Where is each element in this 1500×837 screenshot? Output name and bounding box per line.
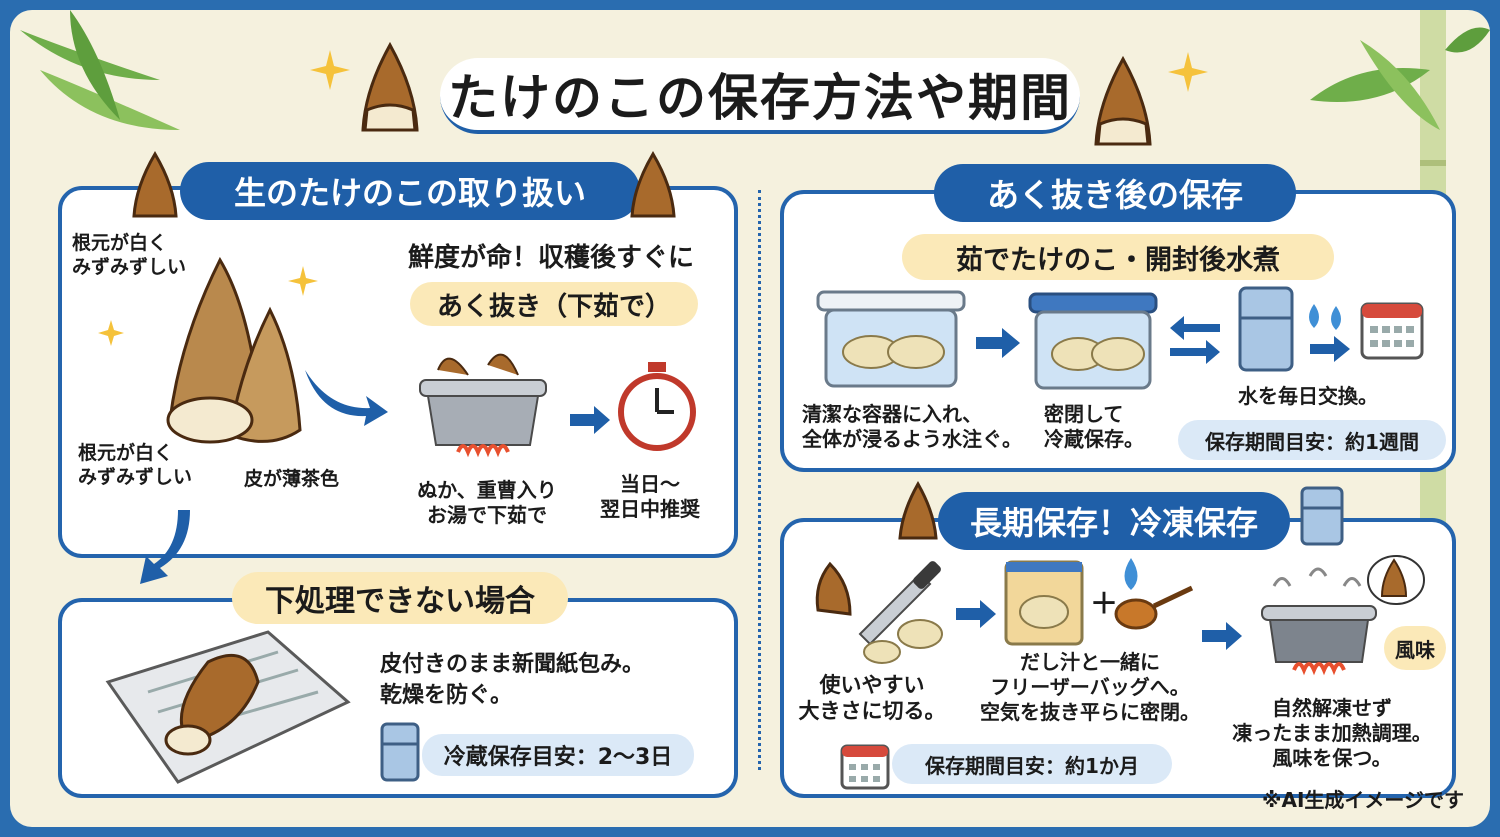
root-label-bottom: 根元が白く みずみずしい xyxy=(78,442,193,488)
bamboo-shoot-icon xyxy=(361,41,419,132)
calendar-icon xyxy=(840,744,890,790)
fridge-icon xyxy=(1300,486,1344,546)
freeze-step2-caption: だし汁と一緒に フリーザーバッグへ。 空気を抜き平らに密閉。 xyxy=(980,650,1200,724)
infographic-frame: たけのこの保存方法や期間 生のたけのこの取り扱い 根元が白く みずみずしい 根元… xyxy=(10,10,1490,827)
bamboo-shoot-icon xyxy=(132,151,178,218)
water-drop-icon xyxy=(1124,558,1138,590)
bamboo-shoot-icon xyxy=(1094,55,1152,146)
pot-icon xyxy=(1261,567,1377,676)
plus-sign: ＋ xyxy=(1090,587,1119,620)
stopwatch-icon xyxy=(618,362,696,451)
fridge-icon xyxy=(380,722,420,782)
freshness-highlight: あく抜き（下茹で） xyxy=(410,282,698,326)
freeze-storage-badge: 保存期間目安：約1か月 xyxy=(892,744,1172,784)
spoon-icon xyxy=(1114,585,1194,630)
newspaper-icon xyxy=(105,630,351,784)
skin-color-label: 皮が薄茶色 xyxy=(244,468,340,490)
after-step2-caption: 密閉して 冷蔵保存。 xyxy=(1044,402,1144,451)
raw-handling-panel xyxy=(58,186,738,558)
bamboo-shoot-icon xyxy=(898,480,938,540)
ai-generated-note: ※AI生成イメージです xyxy=(1262,788,1464,812)
arrow-icon xyxy=(1170,316,1220,364)
arrow-icon xyxy=(956,600,996,628)
arrow-icon xyxy=(1202,622,1242,650)
after-step1-caption: 清潔な容器に入れ、 全体が浸るよう水注ぐ。 xyxy=(802,402,1022,451)
calendar-icon xyxy=(1360,302,1424,360)
bamboo-shoot-icon xyxy=(166,256,302,444)
after-storage-badge: 保存期間目安：約1週間 xyxy=(1178,420,1446,460)
arrow-icon xyxy=(570,406,610,434)
section-divider xyxy=(758,190,761,770)
fridge-icon xyxy=(1238,286,1294,372)
after-boil-subheader: 茹でたけのこ・開封後水煮 xyxy=(902,234,1334,280)
sparkle-icon xyxy=(310,50,350,90)
pot-icon xyxy=(419,353,547,458)
freshness-heading: 鮮度が命！収穫後すぐに xyxy=(407,243,694,273)
knife-icon xyxy=(815,561,943,664)
root-label-top: 根元が白く みずみずしい xyxy=(72,232,187,278)
title-banner: たけのこの保存方法や期間 xyxy=(440,58,1080,134)
after-step3-caption: 水を毎日交換。 xyxy=(1238,384,1378,408)
container-icon xyxy=(816,290,966,388)
sparkle-icon xyxy=(288,266,318,296)
arrow-icon xyxy=(1310,336,1350,362)
flavor-badge: 風味 xyxy=(1384,626,1446,670)
boil-caption: ぬか、重曹入り お湯で下茹で xyxy=(417,478,557,527)
freeze-step3-caption: 自然解凍せず 凍ったまま加熱調理。 風味を保つ。 xyxy=(1232,696,1432,770)
timing-caption: 当日〜 翌日中推奨 xyxy=(600,472,700,521)
unprocessed-header: 下処理できない場合 xyxy=(232,572,568,624)
water-drop-icon xyxy=(1309,304,1341,330)
freezer-bag-icon xyxy=(1004,560,1084,646)
raw-handling-header: 生のたけのこの取り扱い xyxy=(180,162,640,220)
bamboo-leaf-icon xyxy=(20,10,180,130)
bamboo-shoot-icon xyxy=(630,151,676,218)
sparkle-icon xyxy=(98,320,124,346)
bamboo-shoot-icon xyxy=(1367,555,1425,605)
freeze-step1-caption: 使いやすい 大きさに切る。 xyxy=(798,673,946,724)
page-title: たけのこの保存方法や期間 xyxy=(448,69,1072,127)
arrow-icon xyxy=(140,510,190,584)
unprocessed-storage-badge: 冷蔵保存目安：2〜3日 xyxy=(422,734,694,776)
container-icon xyxy=(1028,292,1158,390)
arrow-icon xyxy=(305,370,388,426)
freeze-header: 長期保存！冷凍保存 xyxy=(938,492,1290,550)
unprocessed-desc: 皮付きのまま新聞紙包み。 乾燥を防ぐ。 xyxy=(380,652,645,708)
after-boil-header: あく抜き後の保存 xyxy=(934,164,1296,222)
arrow-icon xyxy=(976,328,1020,358)
sparkle-icon xyxy=(1168,52,1208,92)
